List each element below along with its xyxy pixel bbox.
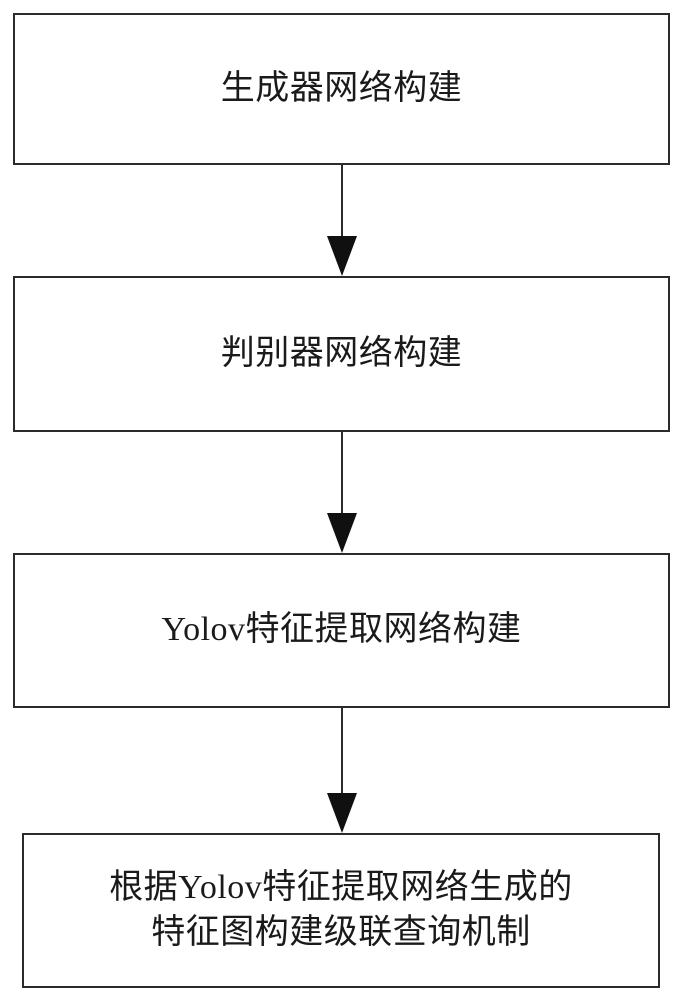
arrow-shaft xyxy=(340,432,343,513)
flowchart-arrow-2 xyxy=(326,432,357,553)
arrow-shaft xyxy=(340,708,343,793)
arrow-head-icon xyxy=(326,513,357,553)
flowchart-arrow-1 xyxy=(326,165,357,276)
flowchart-node-label: 判别器网络构建 xyxy=(220,334,463,372)
arrow-head-icon xyxy=(326,793,357,833)
flowchart-node-yolov-feature-extraction[interactable]: Yolov特征提取网络构建 xyxy=(13,553,670,708)
flowchart-arrow-3 xyxy=(326,708,357,833)
arrow-head-icon xyxy=(326,236,357,276)
flowchart-node-cascade-query-mechanism[interactable]: 根据Yolov特征提取网络生成的 特征图构建级联查询机制 xyxy=(22,833,660,988)
flowchart-node-generator-network[interactable]: 生成器网络构建 xyxy=(13,13,670,165)
flowchart-node-discriminator-network[interactable]: 判别器网络构建 xyxy=(13,276,670,432)
flowchart-node-label: 根据Yolov特征提取网络生成的 特征图构建级联查询机制 xyxy=(109,868,573,951)
flowchart-node-label: 生成器网络构建 xyxy=(220,69,463,107)
arrow-shaft xyxy=(340,165,343,236)
flowchart-node-label: Yolov特征提取网络构建 xyxy=(161,611,522,649)
